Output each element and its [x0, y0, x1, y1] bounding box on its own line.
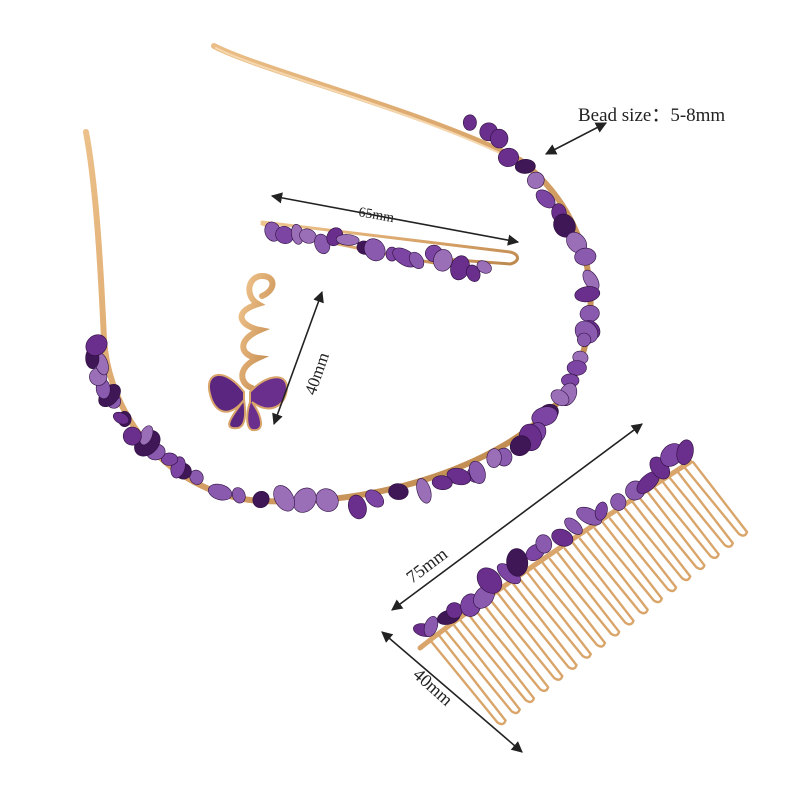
comb-width-arrow [381, 631, 523, 753]
comb-tooth [473, 602, 550, 692]
comb-tooth [563, 541, 635, 626]
amethyst-bead [273, 485, 295, 512]
bead-size-arrow [545, 122, 607, 155]
amethyst-bead [85, 334, 108, 356]
amethyst-bead [476, 260, 492, 274]
charm-length-label: 40mm [301, 350, 333, 397]
amethyst-bead [160, 452, 179, 466]
amethyst-bead [122, 426, 142, 446]
comb-tooth [638, 491, 706, 571]
headband-band [83, 43, 594, 505]
amethyst-bead [514, 158, 536, 174]
hair-clip [260, 220, 519, 282]
amethyst-bead [189, 469, 204, 485]
comb-tooth [548, 551, 621, 637]
bead-size-label: Bead size：5-8mm [578, 105, 726, 126]
amethyst-bead [315, 488, 339, 512]
amethyst-bead [292, 487, 317, 513]
amethyst-bead [527, 171, 545, 189]
clip-length-arrow [270, 192, 520, 246]
clip-length-label: 65mm [357, 205, 395, 226]
amethyst-bead [577, 332, 592, 347]
comb-tooth [458, 612, 536, 704]
amethyst-bead [409, 251, 425, 269]
amethyst-bead [207, 483, 233, 501]
butterfly-left-wing [207, 373, 247, 430]
comb-tooth [623, 501, 692, 582]
amethyst-bead [231, 487, 246, 504]
charm-spiral [238, 272, 276, 391]
comb-tooth [608, 511, 678, 593]
amethyst-bead [574, 247, 597, 266]
comb-tooth [668, 470, 735, 548]
amethyst-bead [252, 490, 270, 509]
amethyst-bead [498, 147, 519, 167]
amethyst-bead [490, 128, 509, 149]
amethyst-bead [574, 286, 601, 303]
comb-length-label: 75mm [402, 544, 451, 588]
amethyst-bead [462, 114, 477, 131]
comb-tooth [488, 592, 564, 681]
comb-tooth [653, 481, 720, 559]
butterfly-charm [207, 272, 288, 432]
hair-clip-beads [264, 221, 492, 282]
comb-tooth [593, 521, 664, 604]
comb-tooth [518, 572, 593, 659]
amethyst-bead [363, 238, 386, 262]
comb-tooth [503, 582, 578, 670]
comb-tooth [683, 460, 749, 537]
charm-length-arrow [272, 290, 324, 426]
comb-length-arrow [391, 423, 643, 611]
amethyst-bead [566, 360, 587, 376]
headband-band-highlight [215, 47, 519, 163]
amethyst-bead [365, 489, 385, 508]
amethyst-bead [676, 439, 694, 466]
comb-tooth [533, 562, 607, 648]
comb-tooth [578, 531, 649, 615]
amethyst-bead [348, 494, 367, 520]
amethyst-bead [112, 411, 130, 425]
comb-width-label: 40mm [409, 664, 457, 710]
amethyst-bead [550, 389, 570, 407]
